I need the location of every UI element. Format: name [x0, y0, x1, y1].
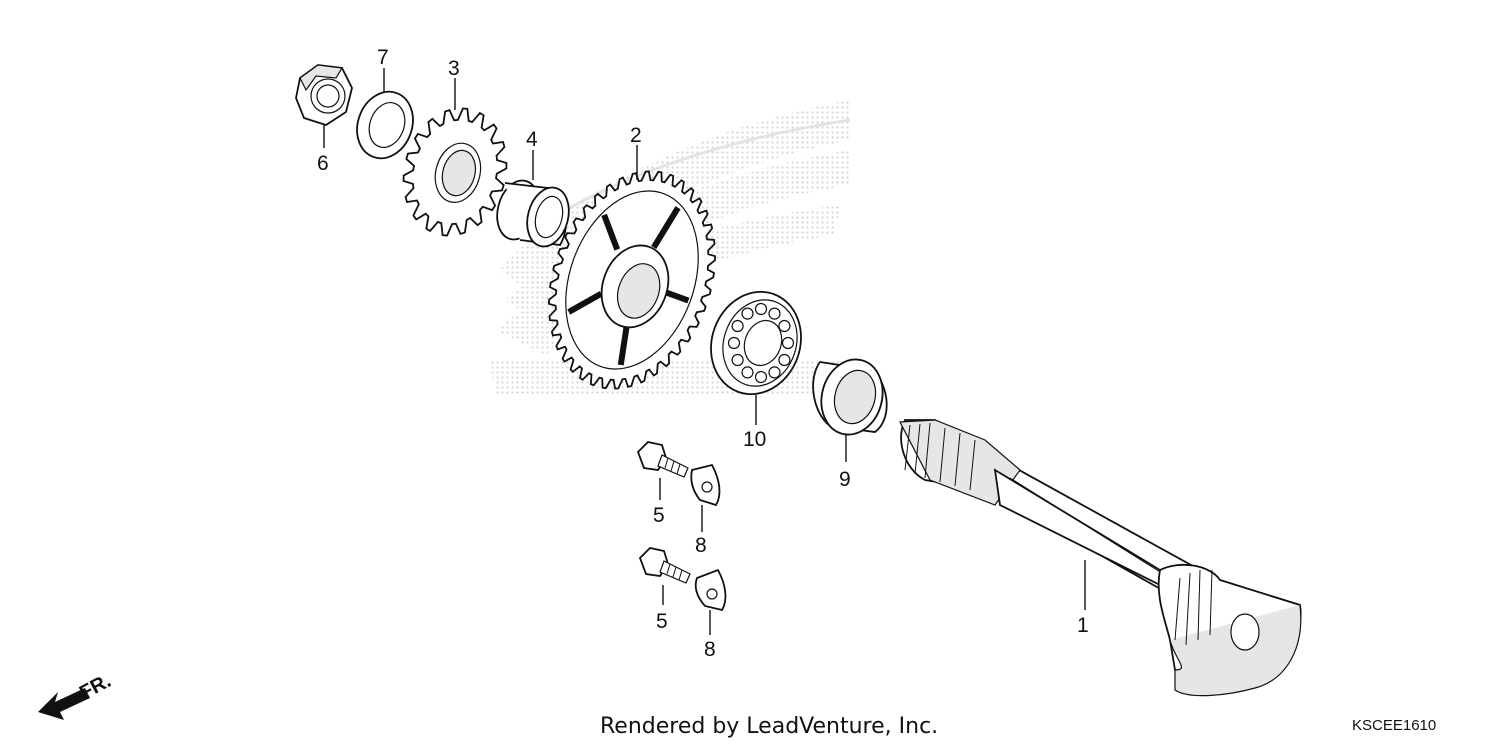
- front-direction-arrow: FR.: [38, 670, 115, 720]
- leader-lines: [323, 68, 1086, 635]
- callout-8-upper: 8: [695, 534, 707, 557]
- part-2-large-gear: [548, 170, 716, 390]
- callout-6: 6: [317, 152, 329, 175]
- callout-1: 1: [1077, 614, 1089, 637]
- part-1-spindle: [899, 419, 1302, 697]
- callout-10: 10: [743, 428, 766, 451]
- diagram-code: KSCEE1610: [1352, 717, 1436, 734]
- part-8-plate-upper: [690, 463, 721, 507]
- part-10-bearing: [710, 290, 802, 396]
- part-8-plate-lower: [694, 568, 727, 612]
- part-6-nut: [295, 64, 353, 126]
- callout-8-lower: 8: [704, 638, 716, 661]
- part-9-needle-bearing: [812, 358, 888, 436]
- part-5-bolt-upper: [636, 441, 689, 478]
- callout-5-lower: 5: [656, 610, 668, 633]
- callout-4: 4: [526, 128, 538, 151]
- callout-2: 2: [630, 124, 642, 147]
- part-4-collar: [496, 179, 570, 248]
- callout-3: 3: [448, 57, 460, 80]
- callout-5-upper: 5: [653, 504, 665, 527]
- callout-9: 9: [839, 468, 851, 491]
- render-credit: Rendered by LeadVenture, Inc.: [600, 714, 938, 739]
- part-7-washer: [356, 90, 414, 160]
- callout-7: 7: [377, 46, 389, 69]
- callout-labels: 1 2 3 4 5 5 6 7 8 8 9 10: [317, 46, 1089, 661]
- part-3-small-gear: [402, 107, 508, 237]
- arrow-icon: [38, 688, 90, 720]
- part-5-bolt-lower: [638, 547, 691, 584]
